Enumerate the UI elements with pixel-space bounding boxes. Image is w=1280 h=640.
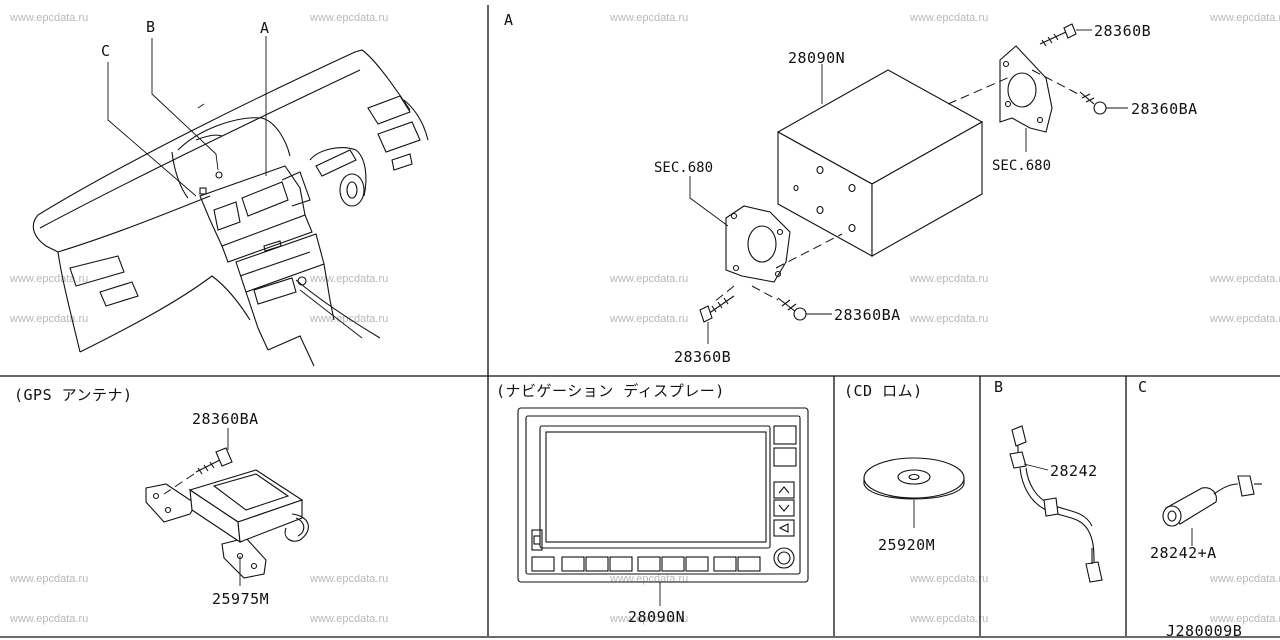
watermark: www.epcdata.ru <box>1209 613 1280 625</box>
callout-c: C <box>101 42 111 60</box>
navigation-unit-box <box>776 69 984 257</box>
watermarks: www.epcdata.ru www.epcdata.ru www.epcdat… <box>9 12 1280 625</box>
cdrom-title: (CD ロム) <box>844 382 923 400</box>
label-bolt-top: 28360B <box>1094 22 1151 40</box>
gps-title: (GPS アンテナ) <box>14 386 133 404</box>
watermark: www.epcdata.ru <box>909 573 988 585</box>
watermark: www.epcdata.ru <box>909 12 988 24</box>
watermark: www.epcdata.ru <box>1209 12 1280 24</box>
label-display: 28090N <box>628 608 685 626</box>
watermark: www.epcdata.ru <box>309 613 388 625</box>
gps-screw <box>163 447 233 495</box>
label-bolt-bottom: 28360B <box>674 348 731 366</box>
watermark: www.epcdata.ru <box>9 573 88 585</box>
watermark: www.epcdata.ru <box>909 313 988 325</box>
bolt-top <box>1039 23 1077 47</box>
sensor-harness-b <box>1009 425 1103 583</box>
panel-dividers <box>0 5 1280 638</box>
cd-disc <box>863 457 965 500</box>
watermark: www.epcdata.ru <box>1209 273 1280 285</box>
diagram-code: J280009B <box>1166 622 1242 640</box>
label-screw-bottom: 28360BA <box>834 306 901 324</box>
bolt-bottom <box>699 285 735 323</box>
watermark: www.epcdata.ru <box>309 573 388 585</box>
watermark: www.epcdata.ru <box>309 273 388 285</box>
label-b: 28242 <box>1050 462 1098 480</box>
dashboard-overview <box>32 36 429 367</box>
callout-a: A <box>260 19 270 37</box>
right-bracket <box>999 45 1053 133</box>
watermark: www.epcdata.ru <box>9 613 88 625</box>
watermark: www.epcdata.ru <box>609 12 688 24</box>
watermark: www.epcdata.ru <box>1209 573 1280 585</box>
watermark: www.epcdata.ru <box>9 273 88 285</box>
panel-b-title: B <box>994 378 1004 396</box>
watermark: www.epcdata.ru <box>909 273 988 285</box>
label-gps-screw: 28360BA <box>192 410 259 428</box>
panel-c-title: C <box>1138 378 1148 396</box>
label-cd: 25920M <box>878 536 935 554</box>
watermark: www.epcdata.ru <box>309 12 388 24</box>
display-title: (ナビゲーション ディスプレー) <box>496 382 725 400</box>
label-c: 28242+A <box>1150 544 1217 562</box>
screw-bottom <box>751 285 807 321</box>
label-screw-top: 28360BA <box>1131 100 1198 118</box>
callout-b: B <box>146 18 156 36</box>
label-sec-left: SEC.680 <box>654 160 713 176</box>
gps-antenna <box>145 469 309 579</box>
navigation-display <box>517 407 809 583</box>
watermark: www.epcdata.ru <box>1209 313 1280 325</box>
sensor-c <box>1162 475 1262 527</box>
label-unit: 28090N <box>788 49 845 67</box>
watermark: www.epcdata.ru <box>609 313 688 325</box>
watermark: www.epcdata.ru <box>609 613 688 625</box>
watermark: www.epcdata.ru <box>9 313 88 325</box>
detail-a-title: A <box>504 11 514 29</box>
watermark: www.epcdata.ru <box>609 573 688 585</box>
watermark: www.epcdata.ru <box>909 613 988 625</box>
watermark: www.epcdata.ru <box>9 12 88 24</box>
label-gps-antenna: 25975M <box>212 590 269 608</box>
left-bracket <box>725 205 791 283</box>
label-sec-right: SEC.680 <box>992 158 1051 174</box>
watermark: www.epcdata.ru <box>609 273 688 285</box>
